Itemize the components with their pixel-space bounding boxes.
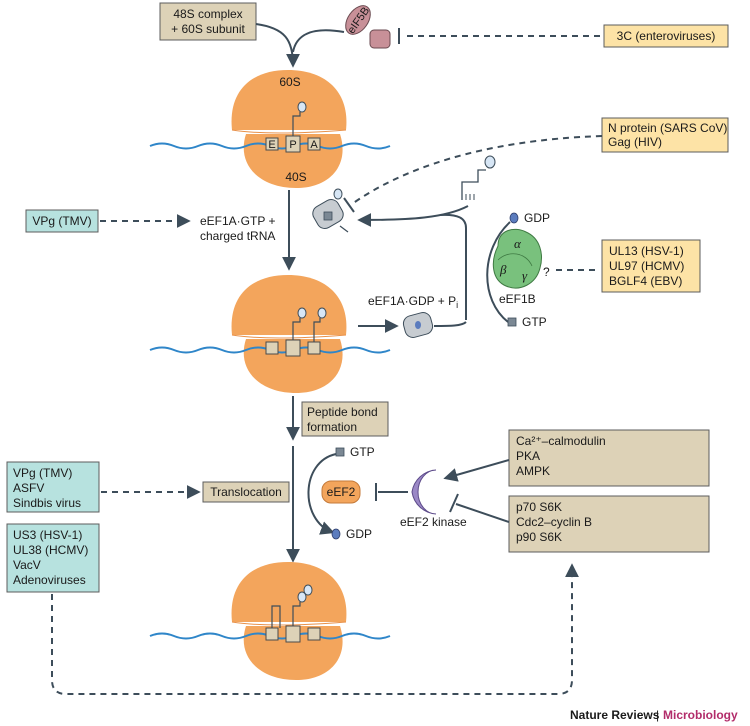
- eef2-factor: eEF2: [321, 480, 361, 504]
- peptide-bond-line-2: formation: [307, 420, 357, 434]
- gtp-square-low: [335, 447, 345, 457]
- ribosome-3: [231, 562, 347, 680]
- initiation-line-2: + 60S subunit: [171, 22, 245, 36]
- trna-free: [461, 155, 496, 200]
- virus-feedback-arrow: [51, 563, 579, 695]
- journal-name: Microbiology: [663, 708, 738, 722]
- activation-arrow: [443, 459, 510, 482]
- p70-label: p70 S6K: [516, 500, 562, 514]
- cdc2-label: Cdc2–cyclin B: [516, 515, 592, 529]
- herpes-kinase-box: UL13 (HSV-1) UL97 (HCMV) BGLF4 (EBV): [601, 239, 701, 293]
- eef2-cycle-arrow: [307, 453, 337, 535]
- eef1a-gdp-label: eEF1A·GDP + Pi: [368, 294, 458, 310]
- eef2-label: eEF2: [327, 485, 356, 499]
- site-a-label: A: [310, 139, 318, 151]
- vpg-tmv-label: VPg (TMV): [13, 466, 72, 480]
- enterovirus-inhibition: [398, 28, 602, 44]
- enterovirus-label: 3C (enteroviruses): [617, 29, 716, 43]
- translocation-label: Translocation: [210, 485, 282, 499]
- p90-label: p90 S6K: [516, 530, 562, 544]
- eef1b-cycle-arrow: [486, 221, 511, 323]
- charged-trna-label: charged tRNA: [200, 229, 275, 243]
- footer-separator: |: [656, 708, 659, 722]
- gdp-top-label: GDP: [524, 211, 550, 225]
- recycle-join: [433, 321, 467, 327]
- eef1a-gdp-complex: [402, 312, 434, 338]
- ul13-label: UL13 (HSV-1): [609, 244, 684, 258]
- hiv-label: Gag (HIV): [608, 135, 662, 149]
- subunit-60s-label: 60S: [279, 75, 300, 89]
- sars-label: N protein (SARS CoV): [608, 121, 727, 135]
- gdp-low-label: GDP: [346, 527, 372, 541]
- asfv-label: ASFV: [13, 481, 44, 495]
- sars-inhibition: [343, 135, 603, 213]
- publisher-footer: Nature Reviews | Microbiology: [570, 708, 738, 722]
- alpha-label: α: [514, 236, 522, 251]
- initiation-box: 48S complex + 60S subunit: [159, 2, 257, 41]
- ul97-label: UL97 (HCMV): [609, 259, 684, 273]
- kinase-inhibition: [449, 493, 510, 523]
- gdp-dot-top: [509, 212, 519, 224]
- kinase-inhibitors-box: p70 S6K Cdc2–cyclin B p90 S6K: [508, 495, 710, 553]
- bglf4-label: BGLF4 (EBV): [609, 274, 682, 288]
- us3-label: US3 (HSV-1): [13, 528, 82, 542]
- vpg-asfv-box: VPg (TMV) ASFV Sindbis virus: [6, 461, 100, 513]
- eef1a-gtp-label: eEF1A·GTP +: [200, 214, 275, 228]
- ribosome-2: [231, 275, 347, 393]
- sindbis-label: Sindbis virus: [13, 496, 81, 510]
- site-e-label: E: [268, 139, 275, 151]
- eef1a-gtp-complex: [312, 188, 349, 233]
- initiation-arrow: [255, 23, 300, 68]
- gdp-dot-low: [331, 528, 341, 540]
- sars-hiv-box: N protein (SARS CoV) Gag (HIV): [601, 117, 729, 153]
- peptide-bond-box: Peptide bond formation: [301, 401, 389, 437]
- initiation-line-1: 48S complex: [173, 7, 242, 21]
- vpg-tmv-top-label: VPg (TMV): [32, 214, 91, 228]
- beta-label: β: [499, 262, 507, 277]
- eef1b-label: eEF1B: [499, 292, 536, 306]
- publisher-name: Nature Reviews: [570, 708, 660, 722]
- ribosome-3-sites: [265, 584, 321, 643]
- eif5b-arrow: [292, 29, 345, 53]
- gtp-square-mid: [507, 317, 517, 327]
- eef2-kinase-inhibition: [375, 483, 408, 501]
- site-p-label: P: [289, 139, 296, 151]
- ribosome-1-sites: E P A: [265, 101, 321, 153]
- subunit-40s-label: 40S: [285, 170, 306, 184]
- ribosome-1: 60S 40S: [231, 70, 347, 188]
- pka-label: PKA: [516, 449, 540, 463]
- vacv-label: VacV: [13, 558, 41, 572]
- recycling-line: [439, 213, 467, 320]
- translocation-box: Translocation: [202, 481, 290, 503]
- gtp-low-label: GTP: [350, 445, 375, 459]
- kinase-activators-box: Ca²⁺–calmodulin PKA AMPK: [508, 429, 710, 487]
- gamma-label: γ: [522, 268, 528, 283]
- ampk-label: AMPK: [516, 464, 550, 478]
- eef2-kinase-shape: [411, 469, 437, 515]
- adenovirus-label: Adenoviruses: [13, 573, 86, 587]
- enterovirus-box: 3C (enteroviruses): [603, 24, 729, 48]
- peptide-bond-line-1: Peptide bond: [307, 405, 378, 419]
- trna-charge-arrow: [357, 205, 469, 227]
- ribosome-2-sites: [265, 307, 327, 357]
- ul38-label: UL38 (HCMV): [13, 543, 88, 557]
- virus-list-box: US3 (HSV-1) UL38 (HCMV) VacV Adenoviruse…: [6, 523, 100, 593]
- eef2-kinase-label: eEF2 kinase: [400, 515, 467, 529]
- gtp-mid-label: GTP: [522, 315, 547, 329]
- question-mark: ?: [543, 265, 550, 279]
- eif5b-factor: eIF5B: [345, 5, 391, 49]
- calmodulin-label: Ca²⁺–calmodulin: [516, 434, 606, 448]
- eef1b-complex: α β γ: [492, 228, 542, 289]
- vpg-tmv-top-box: VPg (TMV): [25, 209, 99, 233]
